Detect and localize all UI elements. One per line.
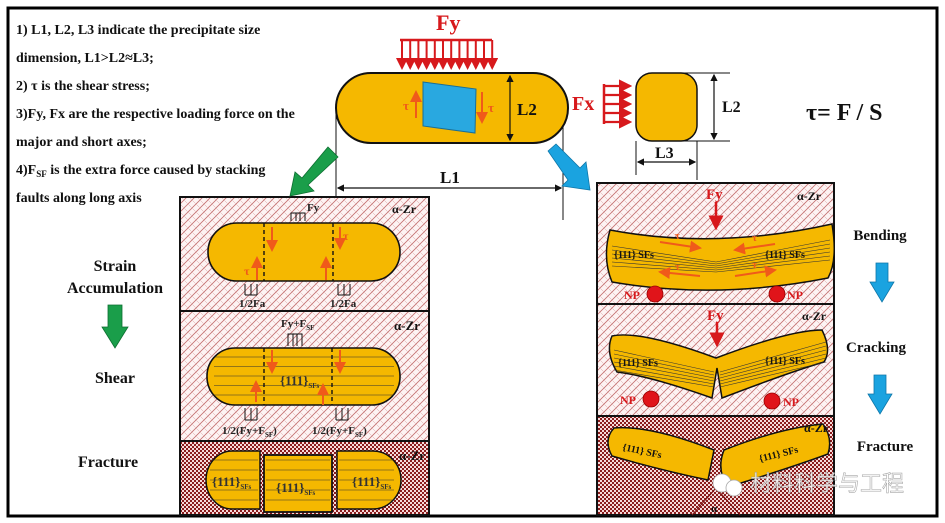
svg-text:τ: τ [675, 261, 680, 273]
svg-text:Fy: Fy [707, 308, 724, 324]
fy-fsf-label: Fy+FSF [281, 318, 314, 332]
svg-text:τ: τ [752, 232, 757, 244]
notes-block: 1) L1, L2, L3 indicate the precipitate s… [16, 23, 295, 206]
matrix-label: α-Zr [392, 202, 417, 216]
tau-left: τ [403, 98, 409, 113]
stage-fracture-left: Fracture [78, 454, 138, 471]
tau-right: τ [488, 100, 494, 115]
svg-text:α-Zr: α-Zr [394, 318, 420, 333]
note-4: 4)FSF is the extra force caused by stack… [16, 163, 265, 179]
svg-text:NP: NP [787, 288, 803, 302]
note-1b: dimension, L1>L2≈L3; [16, 51, 154, 66]
np-particle [768, 285, 786, 303]
svg-text:NP: NP [783, 395, 799, 409]
right-panel-cracking: {111} SFs {111} SFs NP NP α-Zr Fy [596, 303, 835, 417]
svg-text:τ: τ [244, 264, 250, 278]
svg-text:τ: τ [343, 229, 349, 243]
fx-load-arrows [604, 79, 633, 129]
half-fa-right: 1/2Fa [330, 298, 357, 310]
shear-element [422, 81, 477, 134]
left-panel-shear: α-Zr {111}SFs Fy+FSF 1/2(Fy+FSF) 1/2(Fy+… [179, 310, 430, 442]
svg-text:α-Zr: α-Zr [804, 421, 829, 435]
svg-text:α-Zr: α-Zr [399, 448, 425, 463]
watermark: 材料科学与工程 [712, 472, 904, 497]
svg-text:{111}SFs: {111}SFs [352, 474, 391, 491]
l2-label-short: L2 [722, 99, 741, 116]
blue-down-arrow-2 [867, 374, 893, 415]
fx-label: Fx [572, 93, 594, 115]
stage-shear: Shear [95, 370, 135, 387]
fy-load-arrows [396, 40, 499, 70]
half-fa-left: 1/2Fa [239, 298, 266, 310]
note-2: 2) τ is the shear stress; [16, 79, 150, 94]
l3-label: L3 [655, 145, 674, 162]
svg-text:{111}SFs: {111}SFs [280, 373, 319, 390]
note-1: 1) L1, L2, L3 indicate the precipitate s… [16, 23, 260, 38]
svg-text:Fy: Fy [706, 187, 723, 203]
l1-label: L1 [440, 168, 460, 187]
note-4b: faults along long axis [16, 191, 142, 206]
stage-bending: Bending [853, 228, 907, 244]
blue-diagonal-arrow [547, 143, 591, 191]
right-panel-fracture: {111} SFs {111} SFs α α-Zr [596, 415, 835, 516]
svg-text:τ: τ [752, 259, 757, 271]
svg-text:{111} SFs: {111} SFs [618, 358, 658, 369]
left-panel-strain: α-Zr τ τ 1/2Fa 1/2Fa [179, 196, 430, 312]
svg-text:{111}SFs: {111}SFs [212, 474, 251, 491]
top-short-precipitate: Fx L2 L3 τ= F / S [572, 72, 883, 180]
svg-text:{111} SFs: {111} SFs [765, 356, 805, 367]
svg-text:1/2(Fy+FSF): 1/2(Fy+FSF) [312, 425, 367, 439]
left-fy-label: Fy [307, 202, 320, 214]
svg-text:材料科学与工程: 材料科学与工程 [750, 472, 904, 497]
fy-label: Fy [436, 10, 460, 35]
np-particle [642, 390, 660, 408]
short-precipitate [635, 72, 698, 142]
right-panel-bending: {111} SFs {111} SFs τ τ τ τ NP NP α-Zr F… [596, 182, 835, 305]
stage-cracking: Cracking [846, 340, 907, 356]
formula: τ= F / S [806, 100, 883, 126]
svg-text:{111} SFs: {111} SFs [614, 250, 654, 261]
svg-text:τ: τ [675, 230, 680, 242]
green-down-arrow [101, 304, 129, 349]
np-particle [763, 392, 781, 410]
blue-down-arrow [869, 262, 895, 303]
note-3b: major and short axes; [16, 135, 147, 150]
svg-text:1/2(Fy+FSF): 1/2(Fy+FSF) [222, 425, 277, 439]
left-panel-fracture: {111}SFs {111}SFs {111}SFs α-Zr [179, 440, 430, 516]
svg-text:NP: NP [624, 288, 640, 302]
svg-text:α: α [711, 503, 718, 515]
np-particle [646, 285, 664, 303]
svg-text:{111} SFs: {111} SFs [765, 250, 805, 261]
green-diagonal-arrow [289, 146, 339, 197]
svg-text:α-Zr: α-Zr [802, 309, 827, 323]
stage-strain: Strain [94, 258, 137, 275]
note-3: 3)Fy, Fx are the respective loading forc… [16, 107, 295, 122]
svg-text:NP: NP [620, 393, 636, 407]
top-long-precipitate: Fy τ τ L2 L1 [335, 10, 569, 220]
svg-text:{111}SFs: {111}SFs [276, 480, 315, 497]
stage-fracture-right: Fracture [857, 439, 914, 455]
l2-label: L2 [517, 100, 537, 119]
stage-accumulation: Accumulation [67, 280, 163, 297]
svg-text:α-Zr: α-Zr [797, 189, 822, 203]
